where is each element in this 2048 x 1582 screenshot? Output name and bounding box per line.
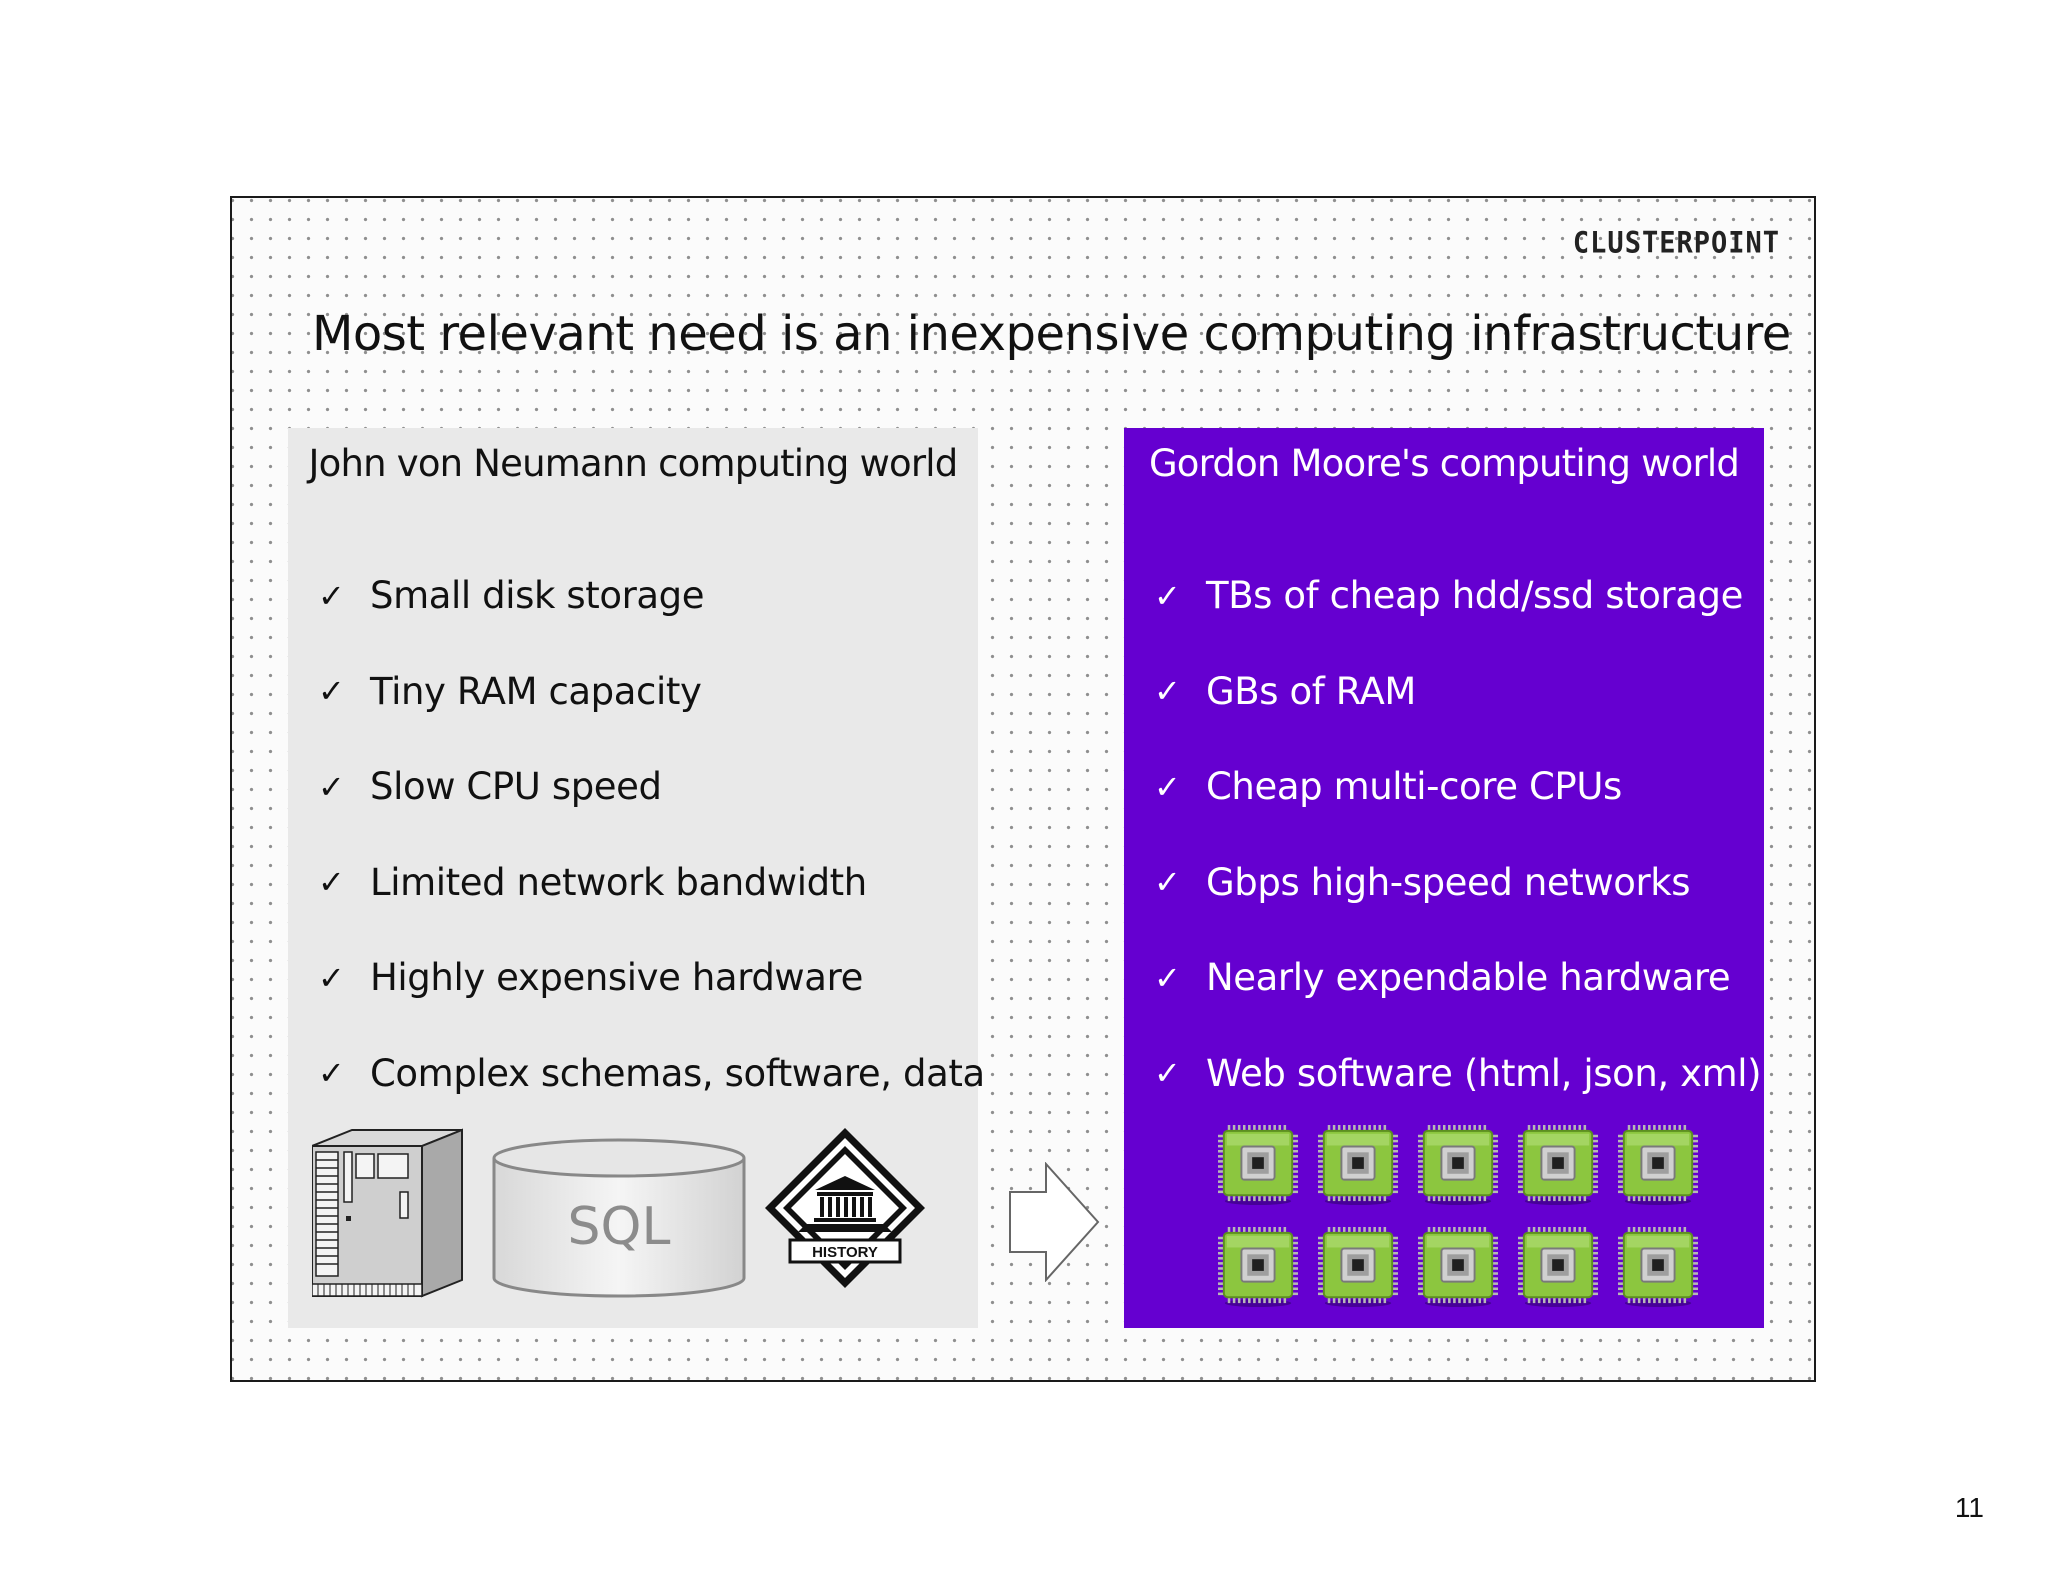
cpu-chip-row	[1218, 1226, 1698, 1308]
checkmark-icon: ✓	[318, 958, 345, 997]
list-item: ✓ Nearly expendable hardware	[1154, 930, 1761, 1026]
cpu-chip-grid	[1218, 1124, 1698, 1328]
right-panel-heading: Gordon Moore's computing world	[1148, 442, 1740, 485]
cpu-chip-icon	[1618, 1227, 1698, 1307]
von-neumann-panel: John von Neumann computing world ✓ Small …	[288, 428, 985, 1328]
history-label: HISTORY	[812, 1244, 878, 1261]
checkmark-icon: ✓	[318, 576, 345, 615]
sql-label: SQL	[568, 1197, 671, 1257]
cpu-chip-icon	[1518, 1227, 1598, 1307]
list-item-label: Web software (html, json, xml)	[1206, 1051, 1762, 1095]
checkmark-icon: ✓	[1154, 958, 1181, 997]
cpu-chip-icon	[1518, 1125, 1598, 1205]
list-item: ✓ Cheap multi-core CPUs	[1154, 739, 1761, 835]
gordon-moore-panel: Gordon Moore's computing world ✓ TBs of c…	[1124, 428, 1764, 1328]
checkmark-icon: ✓	[318, 863, 345, 902]
cpu-chip-icon	[1418, 1227, 1498, 1307]
list-item-label: Tiny RAM capacity	[370, 669, 702, 713]
checkmark-icon: ✓	[318, 672, 345, 711]
right-feature-list: ✓ TBs of cheap hdd/ssd storage ✓ GBs of RA…	[1154, 548, 1762, 1122]
list-item: ✓ Slow CPU speed	[318, 739, 985, 835]
list-item-label: TBs of cheap hdd/ssd storage	[1206, 574, 1743, 618]
list-item-label: Cheap multi-core CPUs	[1206, 765, 1622, 809]
left-panel-heading: John von Neumann computing world	[308, 442, 959, 485]
list-item-label: Complex schemas, software, data	[370, 1051, 985, 1095]
list-item: ✓ Tiny RAM capacity	[318, 644, 985, 740]
list-item: ✓ Small disk storage	[318, 548, 985, 644]
list-item: ✓ Gbps high-speed networks	[1154, 835, 1761, 931]
server-tower-icon	[312, 1128, 463, 1298]
left-feature-list: ✓ Small disk storage ✓ Tiny RAM capacity ✓…	[318, 548, 985, 1121]
transition-arrow-icon	[1009, 1162, 1100, 1282]
page-number: 11	[1954, 1492, 1984, 1523]
checkmark-icon: ✓	[1154, 863, 1181, 902]
history-badge-icon: HISTORY	[765, 1128, 925, 1288]
list-item-label: Small disk storage	[370, 574, 705, 618]
checkmark-icon: ✓	[318, 1054, 345, 1093]
cpu-chip-icon	[1218, 1227, 1298, 1307]
cpu-chip-icon	[1618, 1125, 1698, 1205]
list-item-label: Slow CPU speed	[370, 765, 662, 809]
cpu-chip-icon	[1318, 1125, 1398, 1205]
list-item: ✓ Limited network bandwidth	[318, 835, 985, 931]
list-item: ✓ Web software (html, json, xml)	[1154, 1026, 1762, 1122]
slide: CLUSTERPOINT Most relevant need is an in…	[230, 196, 1816, 1382]
list-item-label: Gbps high-speed networks	[1206, 860, 1691, 904]
cpu-chip-icon	[1318, 1227, 1398, 1307]
checkmark-icon: ✓	[1154, 576, 1181, 615]
cpu-chip-row	[1218, 1124, 1698, 1206]
clusterpoint-logo: CLUSTERPOINT	[1572, 226, 1780, 261]
list-item: ✓ GBs of RAM	[1154, 644, 1761, 740]
list-item-label: Limited network bandwidth	[370, 860, 867, 904]
checkmark-icon: ✓	[1154, 767, 1181, 806]
cpu-chip-icon	[1218, 1125, 1298, 1205]
database-icon: SQL	[492, 1138, 746, 1298]
cpu-chip-icon	[1418, 1125, 1498, 1205]
legacy-icons: SQL HISTORY	[312, 1128, 925, 1298]
list-item-label: GBs of RAM	[1206, 669, 1416, 713]
list-item: ✓ TBs of cheap hdd/ssd storage	[1154, 548, 1761, 644]
list-item-label: Highly expensive hardware	[370, 956, 863, 1000]
list-item: ✓ Complex schemas, software, data	[318, 1026, 985, 1122]
checkmark-icon: ✓	[318, 767, 345, 806]
checkmark-icon: ✓	[1154, 1054, 1181, 1093]
checkmark-icon: ✓	[1154, 672, 1181, 711]
slide-title: Most relevant need is an inexpensive com…	[312, 306, 1791, 362]
list-item-label: Nearly expendable hardware	[1206, 956, 1731, 1000]
list-item: ✓ Highly expensive hardware	[318, 930, 985, 1026]
